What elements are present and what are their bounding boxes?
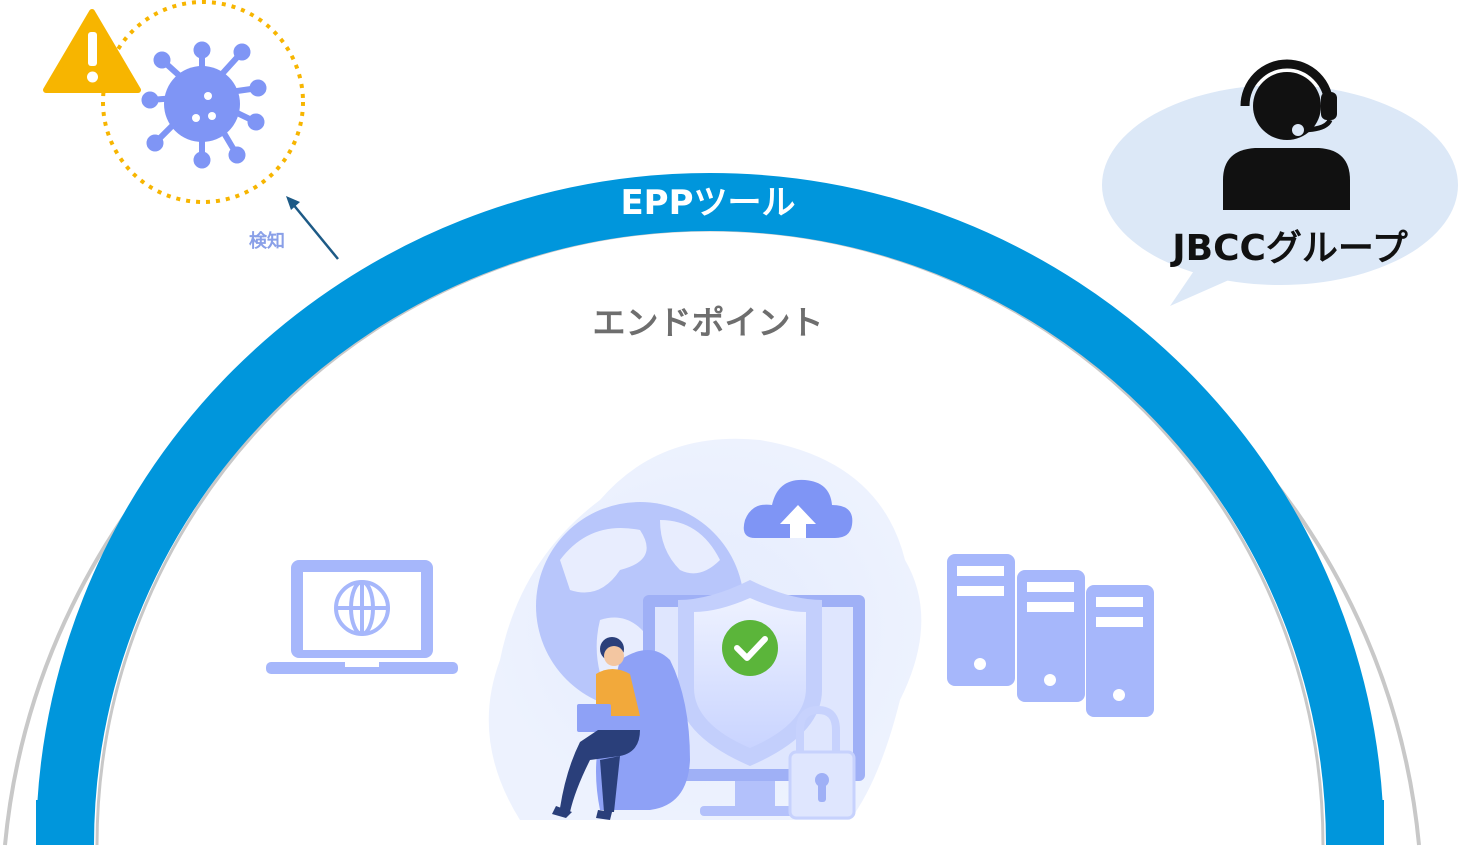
shield-check-icon — [678, 580, 822, 766]
endpoint-label: エンドポイント — [593, 303, 824, 342]
threat-zone — [101, 0, 305, 204]
support-label: JBCCグループ — [1169, 228, 1408, 269]
person-with-laptop-icon — [552, 637, 640, 820]
virus-icon — [141, 41, 267, 169]
padlock-icon — [788, 705, 856, 820]
server-tower-icon — [947, 554, 1154, 717]
cloud-upload-icon — [743, 479, 853, 538]
support-agent-headset-icon — [1223, 59, 1350, 210]
detect-label: 検知 — [249, 230, 285, 252]
detect-arrow-head — [286, 196, 300, 210]
epp-band — [36, 173, 1384, 846]
laptop-globe-icon — [266, 560, 458, 674]
epp-label: EPPツール — [620, 183, 795, 223]
epp-band-right-end — [1326, 800, 1384, 845]
detect-arrow — [291, 202, 339, 260]
security-illustration — [488, 438, 922, 820]
warning-triangle-icon — [43, 9, 141, 93]
epp-band-left-end — [36, 800, 94, 845]
